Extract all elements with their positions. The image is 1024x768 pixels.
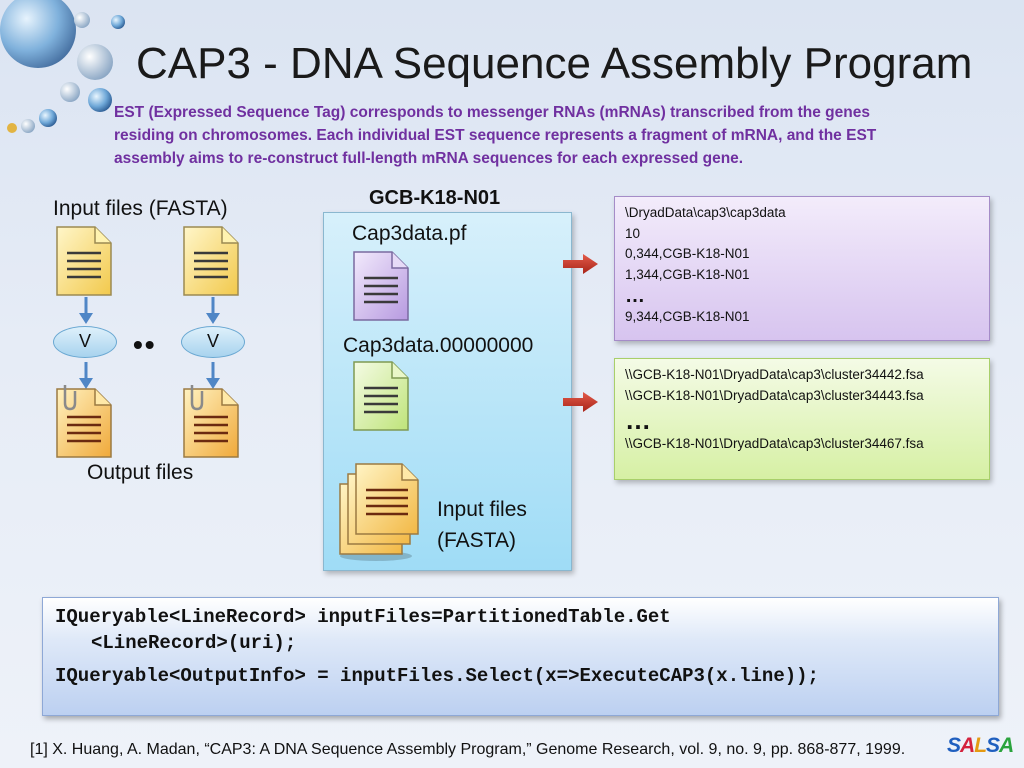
salsa-logo: SALSA: [947, 734, 1014, 758]
node-title: GCB-K18-N01: [369, 187, 501, 209]
down-arrow-icon: [206, 362, 220, 389]
partition-line: 10: [625, 225, 641, 241]
partition-ellipsis: …: [625, 285, 645, 307]
logo-letter: A: [960, 734, 975, 757]
more-nodes-dots: ••: [133, 329, 157, 360]
input-document-icon: [183, 226, 239, 296]
vm-node-left: V: [53, 326, 117, 358]
partition-file-contents: \DryadData\cap3\cap3data 10 0,344,CGB-K1…: [614, 196, 990, 341]
data-file-contents: \\GCB-K18-N01\DryadData\cap3\cluster3444…: [614, 358, 990, 480]
down-arrow-icon: [206, 297, 220, 324]
down-arrow-icon: [79, 297, 93, 324]
logo-letter: L: [974, 734, 987, 757]
partition-document-icon: [353, 251, 409, 321]
citation: [1] X. Huang, A. Madan, “CAP3: A DNA Seq…: [30, 741, 906, 758]
code-line: IQueryable<LineRecord> inputFiles=Partit…: [55, 606, 671, 628]
clipped-document-icon: [56, 385, 112, 458]
data-file-line: \\GCB-K18-N01\DryadData\cap3\cluster3446…: [625, 436, 924, 451]
logo-letter: S: [986, 734, 1000, 757]
decorative-globes: [0, 0, 125, 133]
right-arrow-icon: [563, 254, 598, 274]
down-arrow-icon: [79, 362, 93, 389]
data-file-label: Cap3data.00000000: [343, 334, 534, 357]
clipped-document-icon: [183, 385, 239, 458]
input-document-icon: [56, 226, 112, 296]
code-line: <LineRecord>(uri);: [91, 632, 297, 654]
slide-title: CAP3 - DNA Sequence Assembly Program: [136, 39, 973, 88]
partition-line: 0,344,CGB-K18-N01: [625, 246, 750, 261]
logo-letter: A: [999, 734, 1014, 757]
vm-label: V: [78, 331, 91, 351]
data-file-line: \\GCB-K18-N01\DryadData\cap3\cluster3444…: [625, 387, 924, 403]
data-file-ellipsis: …: [625, 405, 651, 435]
vm-node-right: V: [181, 326, 245, 358]
partition-line: 1,344,CGB-K18-N01: [625, 266, 750, 282]
input-files-label: Input files (FASTA): [53, 197, 228, 220]
partition-line: 9,344,CGB-K18-N01: [625, 309, 750, 324]
right-arrow-icon: [563, 392, 598, 412]
stacked-documents-icon: [339, 463, 419, 561]
code-block: IQueryable<LineRecord> inputFiles=Partit…: [42, 597, 999, 716]
node-input-files-label: Input files (FASTA): [437, 498, 527, 552]
code-line: IQueryable<OutputInfo> = inputFiles.Sele…: [55, 665, 819, 687]
logo-letter: S: [947, 734, 961, 757]
partition-line: \DryadData\cap3\cap3data: [625, 205, 786, 220]
vm-label: V: [206, 331, 219, 351]
data-document-icon: [353, 361, 409, 431]
output-files-label: Output files: [87, 461, 194, 484]
partition-file-label: Cap3data.pf: [352, 222, 467, 245]
data-file-line: \\GCB-K18-N01\DryadData\cap3\cluster3444…: [625, 367, 924, 382]
intro-text: EST (Expressed Sequence Tag) corresponds…: [114, 104, 877, 167]
